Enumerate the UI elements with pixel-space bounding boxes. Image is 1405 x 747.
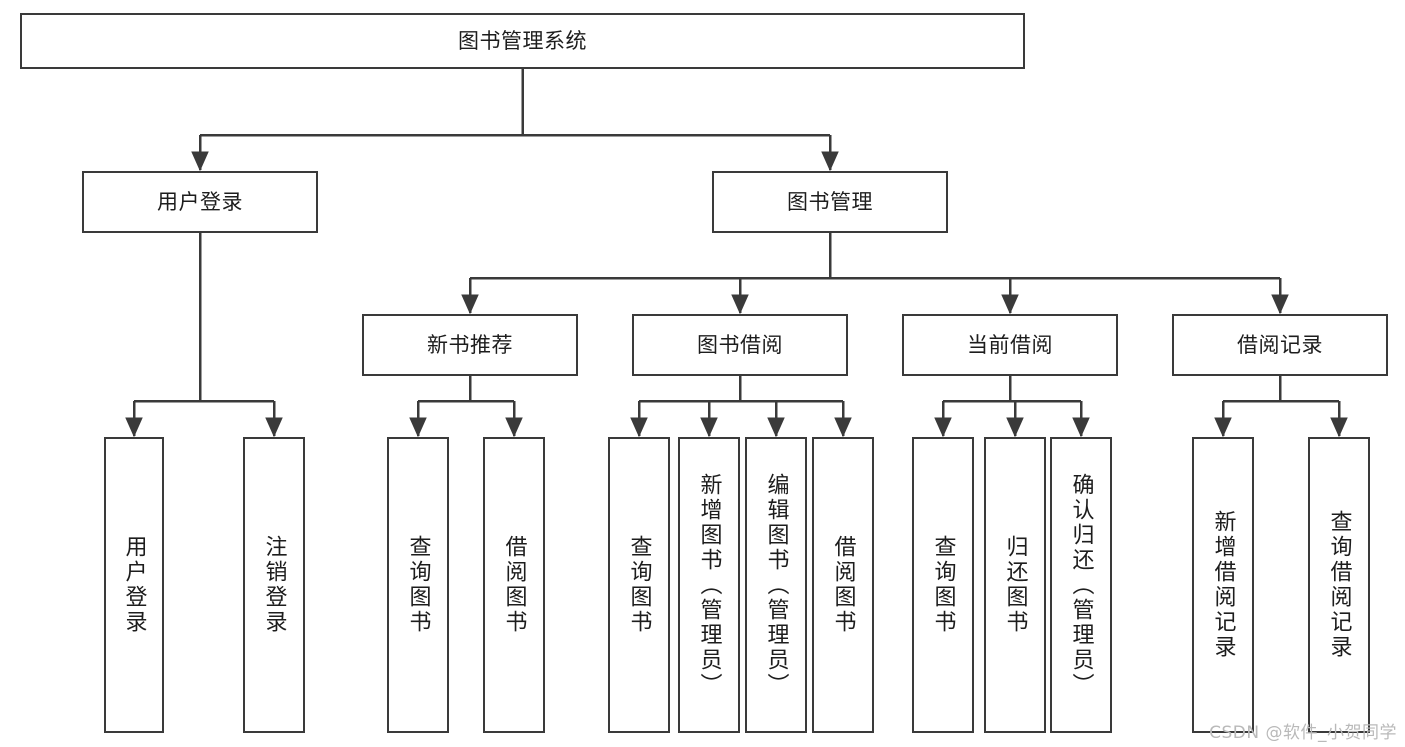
node-n2b[interactable]: 图书管理: [712, 171, 948, 233]
node-n3c[interactable]: 当前借阅: [902, 314, 1118, 376]
node-label: 当前借阅: [967, 332, 1053, 357]
node-l10[interactable]: 归还图书: [984, 437, 1046, 733]
node-n2a[interactable]: 用户登录: [82, 171, 318, 233]
node-l6[interactable]: 新增图书（管理员）: [678, 437, 740, 733]
node-label: 借阅图书: [501, 535, 527, 635]
csdn-watermark: CSDN @软件_小贺同学: [1209, 723, 1397, 743]
node-label: 图书借阅: [697, 332, 783, 357]
node-l3[interactable]: 查询图书: [387, 437, 449, 733]
node-label: 查询图书: [930, 535, 956, 635]
node-label: 查询图书: [405, 535, 431, 635]
node-n3a[interactable]: 新书推荐: [362, 314, 578, 376]
node-l2[interactable]: 注销登录: [243, 437, 305, 733]
node-label: 注销登录: [261, 535, 287, 635]
node-l11[interactable]: 确认归还（管理员）: [1050, 437, 1112, 733]
node-n3b[interactable]: 图书借阅: [632, 314, 848, 376]
node-label: 编辑图书（管理员）: [763, 472, 789, 698]
node-l4[interactable]: 借阅图书: [483, 437, 545, 733]
node-l8[interactable]: 借阅图书: [812, 437, 874, 733]
node-l12[interactable]: 新增借阅记录: [1192, 437, 1254, 733]
node-label: 图书管理: [787, 189, 873, 214]
node-l9[interactable]: 查询图书: [912, 437, 974, 733]
node-label: 新书推荐: [427, 332, 513, 357]
node-label: 新增图书（管理员）: [696, 472, 722, 698]
node-label: 查询图书: [626, 535, 652, 635]
node-l13[interactable]: 查询借阅记录: [1308, 437, 1370, 733]
node-label: 查询借阅记录: [1326, 510, 1352, 660]
node-root[interactable]: 图书管理系统: [20, 13, 1025, 69]
node-label: 归还图书: [1002, 535, 1028, 635]
node-label: 用户登录: [121, 535, 147, 635]
node-label: 新增借阅记录: [1210, 510, 1236, 660]
node-label: 确认归还（管理员）: [1068, 472, 1094, 698]
node-label: 图书管理系统: [458, 28, 587, 53]
node-l1[interactable]: 用户登录: [104, 437, 164, 733]
node-label: 用户登录: [157, 189, 243, 214]
node-label: 借阅图书: [830, 535, 856, 635]
node-l7[interactable]: 编辑图书（管理员）: [745, 437, 807, 733]
node-n3d[interactable]: 借阅记录: [1172, 314, 1388, 376]
node-l5[interactable]: 查询图书: [608, 437, 670, 733]
node-label: 借阅记录: [1237, 332, 1323, 357]
